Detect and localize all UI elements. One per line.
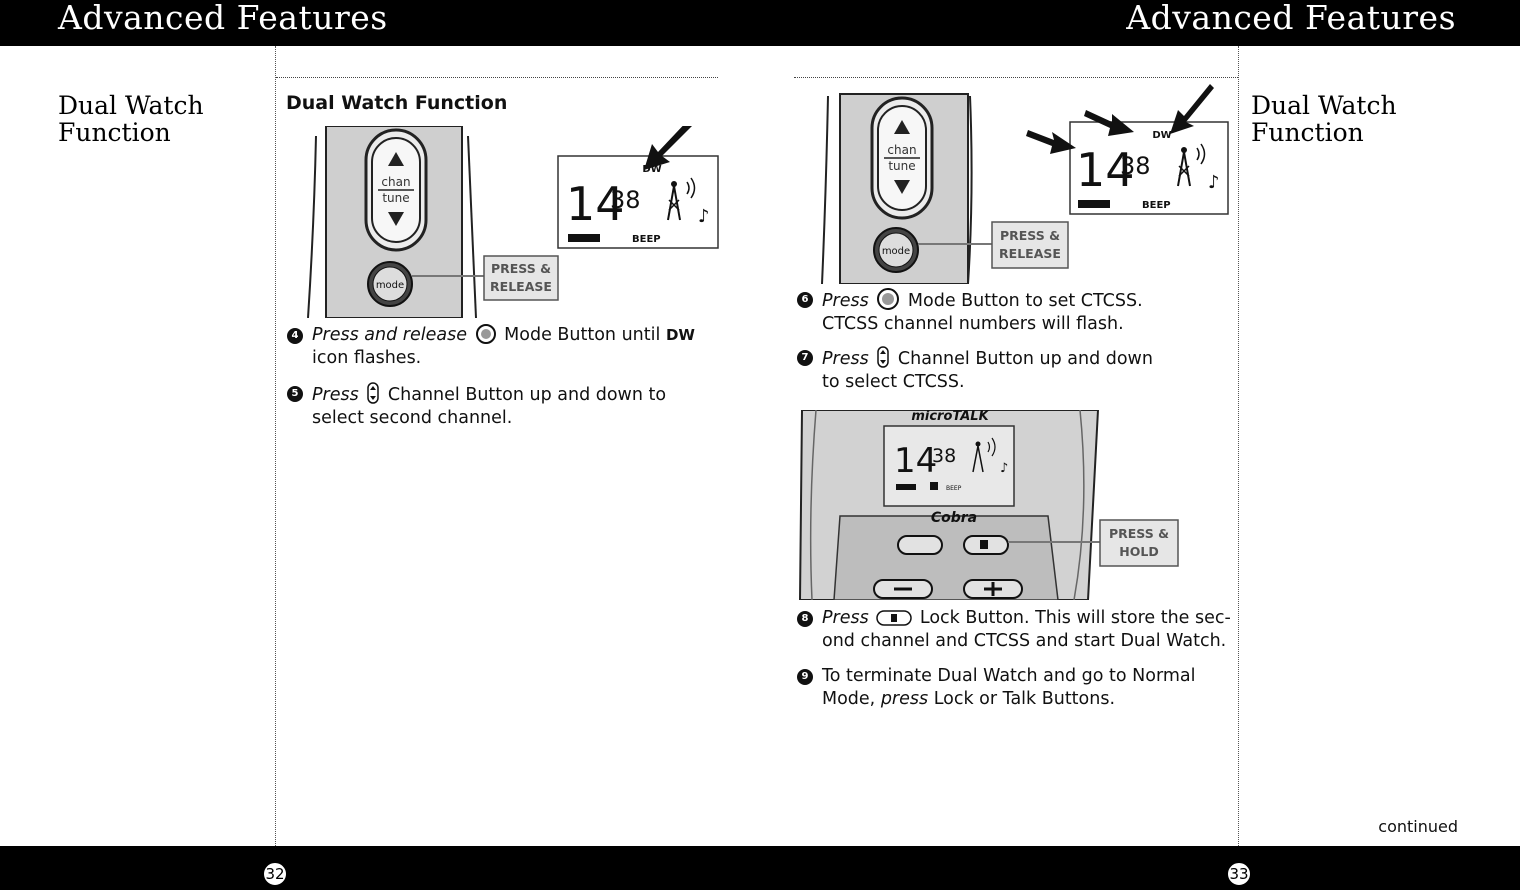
step-4-number: 4 xyxy=(287,328,303,344)
lcd-ctcss-number-2: 38 xyxy=(1120,152,1151,180)
step-4-text2: icon flashes. xyxy=(312,348,422,368)
step-9-number: 9 xyxy=(797,669,813,685)
lock-button-icon xyxy=(876,610,913,626)
brand-cobra: Cobra xyxy=(931,510,977,526)
pointer-arrow xyxy=(644,126,692,170)
callout-press-hold-2: HOLD xyxy=(1119,544,1158,559)
callout-press-release-2: RELEASE xyxy=(490,279,552,294)
step-6-number: 6 xyxy=(797,292,813,308)
tower-icon-3 xyxy=(972,437,996,473)
step-6: 6 Press Mode Button to set CTCSS. CTCSS … xyxy=(797,288,1222,336)
music-note-icon-2: ♪ xyxy=(1208,172,1220,193)
mode-label: mode xyxy=(376,280,404,291)
left-column-divider xyxy=(275,46,276,846)
right-column-divider xyxy=(1238,46,1239,846)
dw-icon: DW xyxy=(665,326,695,344)
step-7-italic: Press xyxy=(822,349,869,369)
figure-radio-top-left: chan tune mode PRESS & RELEASE DW 14 38 … xyxy=(307,126,719,318)
channel-button-icon-2 xyxy=(877,346,890,368)
footer-bar xyxy=(0,846,1520,890)
callout-press-release-1: PRESS & xyxy=(491,261,551,276)
tune-label: tune xyxy=(382,191,409,205)
step-9-text2-prefix: Mode, xyxy=(822,689,876,709)
channel-button-icon xyxy=(367,382,380,404)
callout-press-hold-1: PRESS & xyxy=(1109,526,1169,541)
figure-radio-top-right: chan tune mode PRESS & RELEASE DW 14 38 … xyxy=(821,84,1229,284)
chan-label-2: chan xyxy=(887,143,916,157)
step-9: 9 To terminate Dual Watch and go to Norm… xyxy=(797,665,1234,711)
pointer-arrow-left xyxy=(1026,130,1076,154)
lcd-ctcss-number-3: 38 xyxy=(932,445,956,467)
side-title-right-line1: Dual Watch xyxy=(1251,91,1397,120)
step-9-text2-suffix: Lock or Talk Buttons. xyxy=(933,689,1116,709)
pointer-arrow-middle xyxy=(1084,110,1134,136)
step-7: 7 Press Channel Button up and down to se… xyxy=(797,346,1222,394)
lcd-ctcss-number: 38 xyxy=(610,186,641,214)
music-note-icon: ♪ xyxy=(698,206,710,227)
music-note-icon-3: ♪ xyxy=(1000,461,1008,476)
mode-label-2: mode xyxy=(882,246,910,257)
lock-icon xyxy=(980,540,988,549)
lcd-channel-number-2: 14 xyxy=(1076,143,1135,197)
lcd-segment-bar xyxy=(568,234,600,242)
continued-label: continued xyxy=(1378,817,1458,836)
step-9-text2-italic: press xyxy=(880,689,929,709)
lcd-beep-3: BEEP xyxy=(946,485,962,492)
step-4-italic: Press and release xyxy=(312,325,467,345)
step-8-number: 8 xyxy=(797,611,813,627)
step-4-text1: Mode Button until xyxy=(504,325,661,345)
left-page-rule xyxy=(276,77,718,78)
lcd-beep: BEEP xyxy=(632,234,661,245)
step-8-italic: Press xyxy=(822,608,869,628)
step-7-text1: Channel Button up and down xyxy=(897,349,1153,369)
side-title-left: Dual Watch Function xyxy=(58,92,204,146)
lock-indicator-icon xyxy=(930,482,938,490)
talk-button xyxy=(897,535,943,555)
step-6-text2: CTCSS channel numbers will flash. xyxy=(822,314,1124,334)
step-6-text1: Mode Button to set CTCSS. xyxy=(907,291,1143,311)
step-5: 5 Press Channel Button up and down to se… xyxy=(287,382,702,430)
step-6-italic: Press xyxy=(822,291,869,311)
step-5-text2: select second channel. xyxy=(312,408,513,428)
step-5-text1: Channel Button up and down to xyxy=(387,385,667,405)
page-number-right: 33 xyxy=(1226,861,1252,887)
right-page-rule xyxy=(794,77,1238,78)
step-7-text2: to select CTCSS. xyxy=(822,372,965,392)
lcd-channel-number: 14 xyxy=(566,177,625,231)
header-bar xyxy=(0,0,1520,46)
tower-icon xyxy=(667,177,696,221)
step-7-number: 7 xyxy=(797,350,813,366)
lcd-dw: DW xyxy=(642,164,661,175)
chan-label: chan xyxy=(381,175,410,189)
header-title-left: Advanced Features xyxy=(58,0,388,37)
tower-icon-2 xyxy=(1177,143,1206,187)
callout-press-release-3: PRESS & xyxy=(1000,228,1060,243)
pointer-arrow-top xyxy=(1170,84,1214,134)
step-5-number: 5 xyxy=(287,386,303,402)
lcd-beep-2: BEEP xyxy=(1142,200,1171,211)
mode-button-icon xyxy=(475,324,496,344)
lcd-channel-number-3: 14 xyxy=(894,441,937,481)
side-title-right-line2: Function xyxy=(1251,118,1364,147)
step-8-text2: ond channel and CTCSS and start Dual Wat… xyxy=(822,631,1227,651)
tune-label-2: tune xyxy=(888,159,915,173)
header-title-right: Advanced Features xyxy=(1126,0,1456,37)
section-title: Dual Watch Function xyxy=(286,92,508,114)
page-number-left: 32 xyxy=(262,861,288,887)
step-8-text1: Lock Button. This will store the sec- xyxy=(919,608,1231,628)
step-9-text1: To terminate Dual Watch and go to Normal xyxy=(822,666,1196,686)
lcd-dw-2: DW xyxy=(1152,130,1171,141)
mode-button-icon-2 xyxy=(877,288,900,310)
side-title-left-line2: Function xyxy=(58,118,171,147)
lcd-segment-bar-3 xyxy=(896,484,916,490)
step-5-italic: Press xyxy=(312,385,359,405)
step-4: 4 Press and release Mode Button until DW… xyxy=(287,324,702,370)
side-title-left-line1: Dual Watch xyxy=(58,91,204,120)
lcd-segment-bar-2 xyxy=(1078,200,1110,208)
figure-radio-front: microTALK 14 38 ♪ BEEP Cobra PRESS & HOL… xyxy=(798,410,1179,600)
side-title-right: Dual Watch Function xyxy=(1251,92,1397,146)
brand-microtalk: microTALK xyxy=(911,410,989,424)
step-8: 8 Press Lock Button. This will store the… xyxy=(797,607,1234,653)
callout-press-release-4: RELEASE xyxy=(999,246,1061,261)
